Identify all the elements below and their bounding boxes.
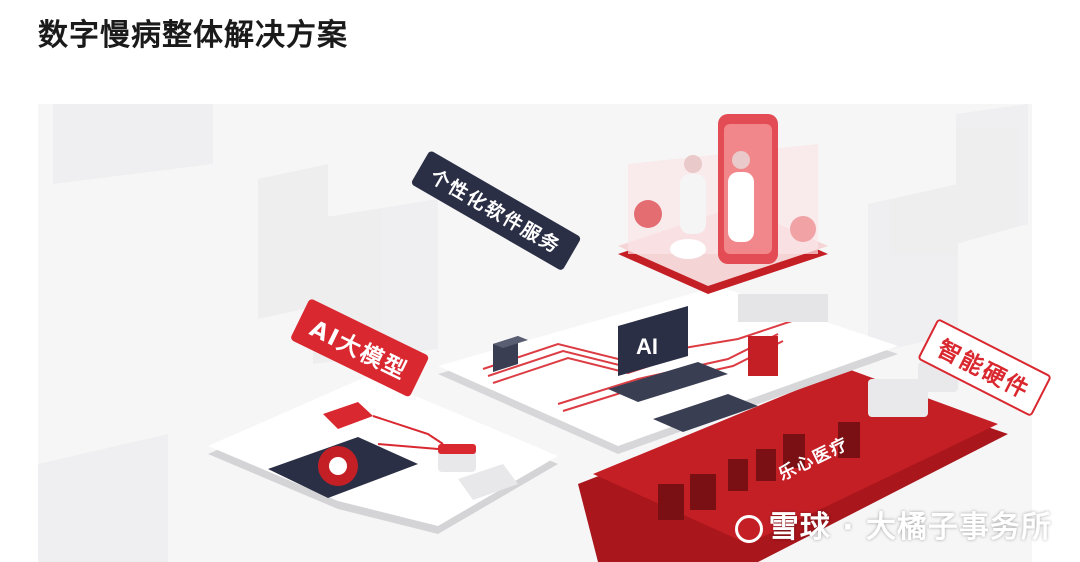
hardware-platform <box>578 362 1008 562</box>
watermark-text: 雪球 · 大橘子事务所 <box>768 510 1052 545</box>
ai-platform: AI <box>438 286 898 454</box>
software-platform <box>618 114 828 294</box>
ai-screen-text: AI <box>636 334 658 359</box>
watermark: 雪球 · 大橘子事务所 <box>734 502 1052 546</box>
background-blocks <box>38 104 1028 562</box>
ai-model-platform <box>208 376 558 534</box>
snowball-logo-icon <box>734 514 763 543</box>
page-title: 数字慢病整体解决方案 <box>38 18 348 53</box>
isometric-illustration: AI <box>38 104 1028 562</box>
illustration-stage: AI <box>38 104 1032 562</box>
